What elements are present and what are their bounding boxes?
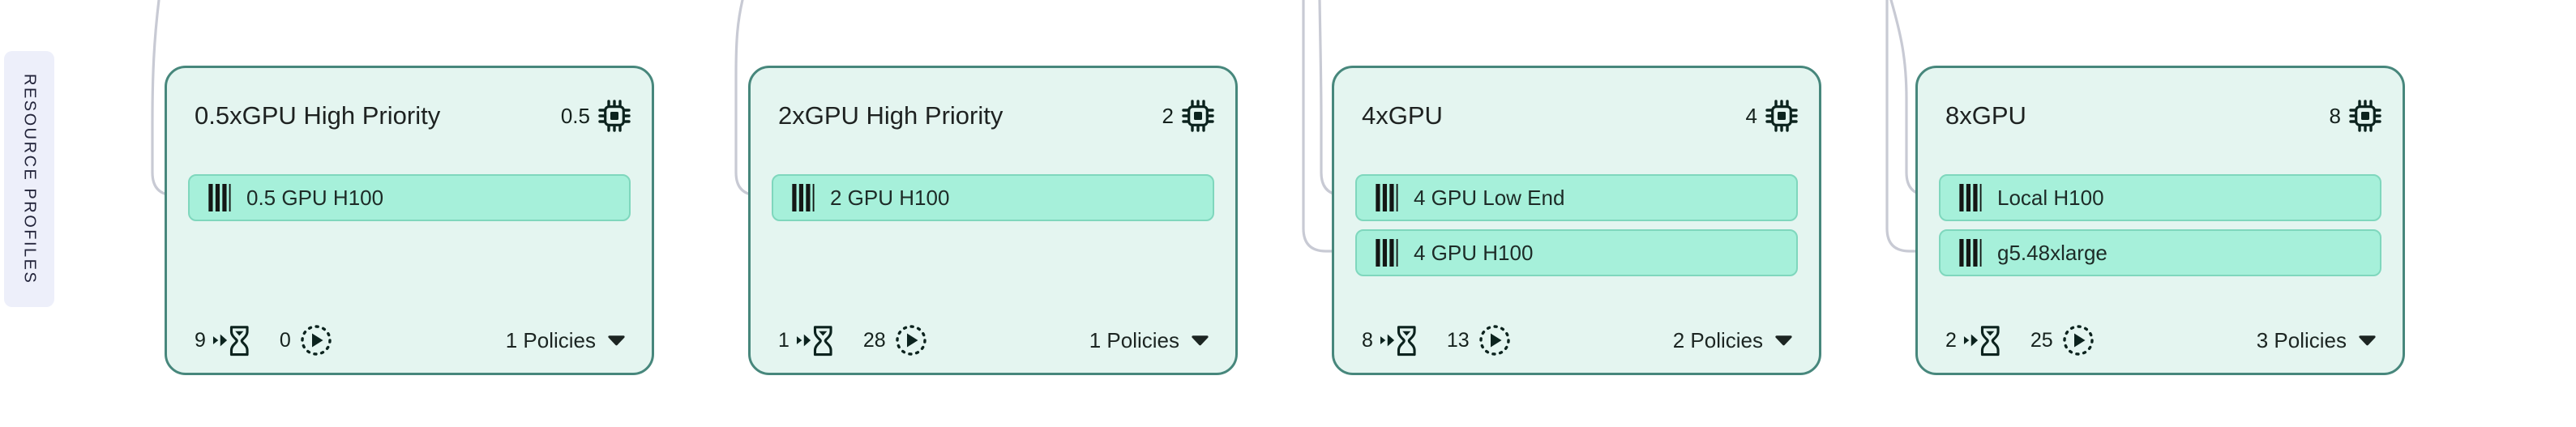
policies-dropdown[interactable]: 2 Policies (1673, 328, 1793, 353)
resource-profile-card[interactable]: 2xGPU High Priority 2 2 GPU H100 (748, 66, 1238, 375)
resource-tag-list: 0.5 GPU H100 (188, 174, 631, 221)
barcode-icon (1959, 184, 1982, 211)
dotted-circle-play-icon (299, 323, 333, 357)
gpu-count-value: 8 (2329, 103, 2341, 128)
card-footer: 2 25 3 Policies (1939, 322, 2381, 358)
gpu-count-badge: 4 (1746, 100, 1798, 132)
resource-profiles-section-label: RESOURCE PROFILES (4, 51, 54, 307)
resource-profile-card[interactable]: 4xGPU 4 4 GPU Low End (1332, 66, 1821, 375)
resource-tag-list: Local H100 g5.48xlarge (1939, 174, 2381, 276)
gpu-count-badge: 8 (2330, 100, 2381, 132)
resource-tag[interactable]: 0.5 GPU H100 (188, 174, 631, 221)
card-header: 8xGPU 8 (1939, 97, 2381, 135)
card-title: 2xGPU High Priority (778, 101, 1003, 130)
arrows-into-hourglass-icon (796, 324, 832, 357)
card-header: 0.5xGPU High Priority 0.5 (188, 97, 631, 135)
resource-profile-cards: 0.5xGPU High Priority 0.5 0.5 GPU H100 (165, 66, 2405, 375)
gpu-count-value: 2 (1162, 103, 1174, 128)
running-count: 28 (862, 328, 886, 352)
card-stats: 2 25 (1939, 323, 2095, 357)
resource-profile-card[interactable]: 8xGPU 8 Local H100 (1915, 66, 2405, 375)
running-count: 0 (279, 328, 291, 352)
card-footer: 8 13 2 Policies (1355, 322, 1798, 358)
gpu-count-value: 0.5 (560, 103, 590, 128)
policies-label: 2 Policies (1672, 327, 1763, 352)
resource-tag[interactable]: 4 GPU H100 (1355, 229, 1798, 276)
arrows-into-hourglass-icon (1380, 324, 1416, 357)
policies-dropdown[interactable]: 1 Policies (506, 328, 626, 353)
queued-count: 8 (1362, 328, 1373, 352)
card-stats: 8 13 (1355, 323, 1512, 357)
barcode-icon (1376, 184, 1398, 211)
barcode-icon (792, 184, 815, 211)
chip-icon (1182, 100, 1214, 132)
chevron-down-icon (1191, 335, 1209, 346)
card-footer: 9 0 1 Policies (188, 322, 631, 358)
resource-tag[interactable]: g5.48xlarge (1939, 229, 2381, 276)
chevron-down-icon (2358, 335, 2377, 346)
resource-tag[interactable]: Local H100 (1939, 174, 2381, 221)
policies-label: 1 Policies (1089, 327, 1179, 352)
chip-icon (1765, 100, 1798, 132)
resource-tag[interactable]: 2 GPU H100 (772, 174, 1214, 221)
resource-tag-list: 2 GPU H100 (772, 174, 1214, 221)
barcode-icon (1376, 239, 1398, 267)
edge-line (1885, 0, 1931, 253)
arrows-into-hourglass-icon (212, 324, 249, 357)
policies-label: 1 Policies (505, 327, 596, 352)
policies-dropdown[interactable]: 3 Policies (2257, 328, 2377, 353)
gpu-count-value: 4 (1745, 103, 1757, 128)
queued-count: 2 (1945, 328, 1957, 352)
policies-label: 3 Policies (2256, 327, 2347, 352)
dotted-circle-play-icon (894, 323, 928, 357)
resource-tag[interactable]: 4 GPU Low End (1355, 174, 1798, 221)
card-footer: 1 28 1 Policies (772, 322, 1214, 358)
section-label-text: RESOURCE PROFILES (20, 73, 39, 285)
card-title: 0.5xGPU High Priority (195, 101, 441, 130)
dotted-circle-play-icon (1478, 323, 1512, 357)
card-stats: 9 0 (188, 323, 333, 357)
edge-line (1302, 0, 1347, 253)
policies-dropdown[interactable]: 1 Policies (1089, 328, 1209, 353)
queued-count: 9 (195, 328, 206, 352)
resource-tag-list: 4 GPU Low End 4 GPU H100 (1355, 174, 1798, 276)
card-stats: 1 28 (772, 323, 928, 357)
running-count: 13 (1446, 328, 1470, 352)
resource-profile-card[interactable]: 0.5xGPU High Priority 0.5 0.5 GPU H100 (165, 66, 654, 375)
barcode-icon (208, 184, 231, 211)
resource-tag-label: 4 GPU Low End (1414, 185, 1565, 210)
card-header: 4xGPU 4 (1355, 97, 1798, 135)
resource-tag-label: g5.48xlarge (1997, 240, 2107, 265)
card-title: 8xGPU (1945, 101, 2026, 130)
arrows-into-hourglass-icon (1963, 324, 2000, 357)
chip-icon (598, 100, 631, 132)
resource-tag-label: 0.5 GPU H100 (246, 185, 384, 210)
edge-line (151, 0, 186, 197)
queued-count: 1 (778, 328, 789, 352)
gpu-count-badge: 0.5 (561, 100, 631, 132)
dotted-circle-play-icon (2061, 323, 2095, 357)
card-title: 4xGPU (1362, 101, 1443, 130)
barcode-icon (1959, 239, 1982, 267)
resource-tag-label: 2 GPU H100 (830, 185, 950, 210)
chevron-down-icon (1774, 335, 1793, 346)
resource-tag-label: Local H100 (1997, 185, 2104, 210)
card-header: 2xGPU High Priority 2 (772, 97, 1214, 135)
chip-icon (2349, 100, 2381, 132)
gpu-count-badge: 2 (1162, 100, 1214, 132)
resource-tag-label: 4 GPU H100 (1414, 240, 1534, 265)
running-count: 25 (2030, 328, 2053, 352)
chevron-down-icon (607, 335, 626, 346)
